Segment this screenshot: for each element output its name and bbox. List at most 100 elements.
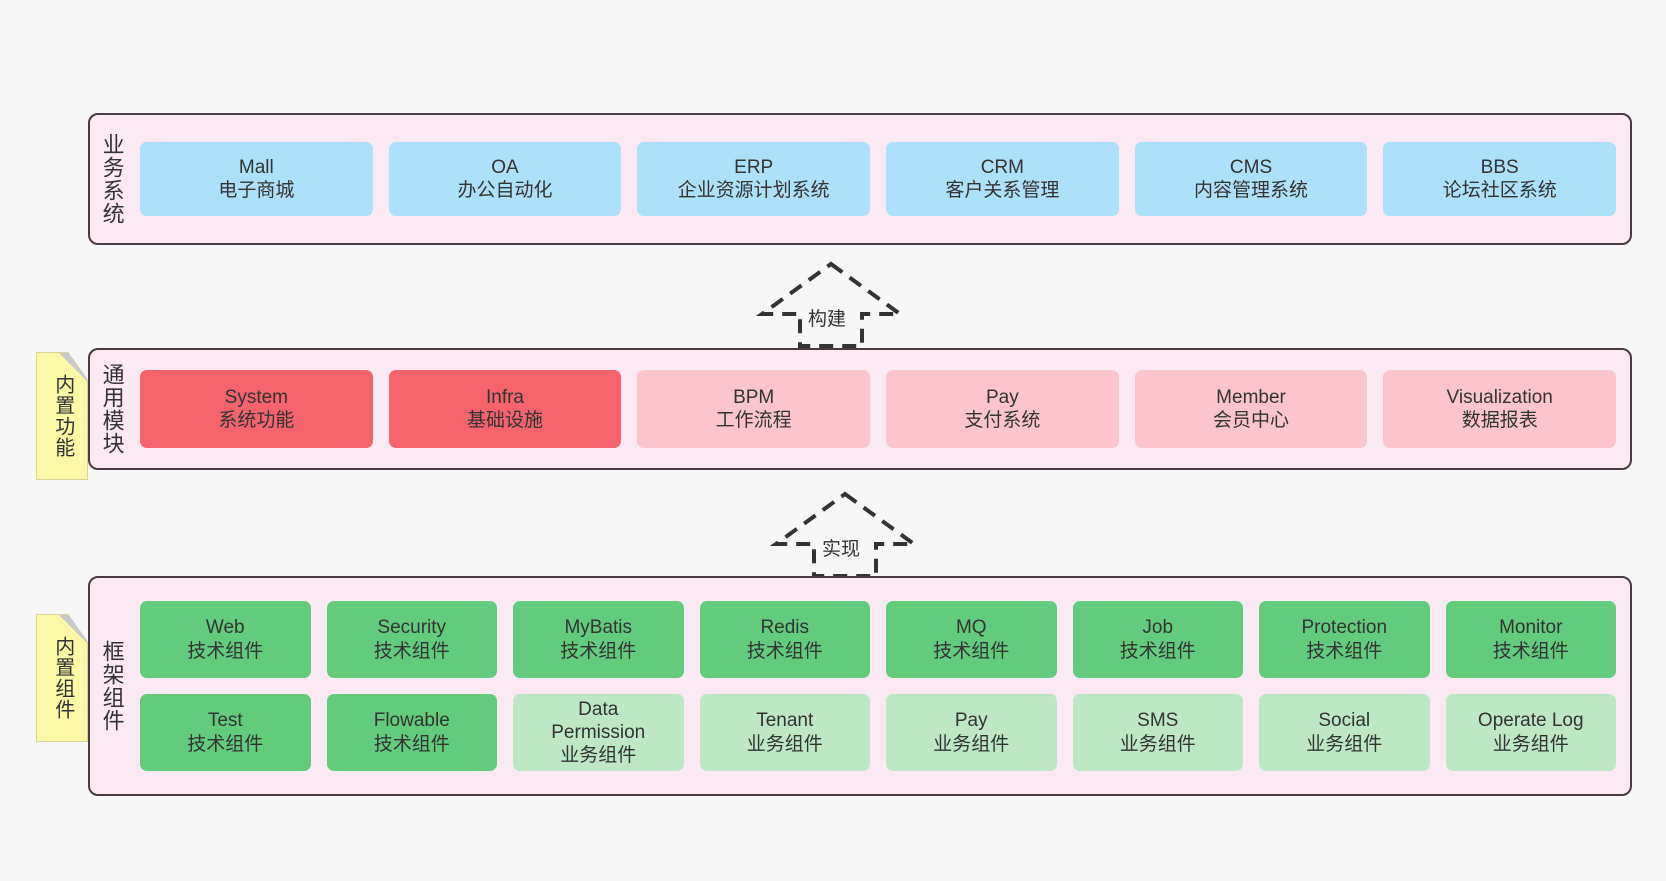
box-system[interactable]: System 系统功能 xyxy=(140,370,373,448)
box-flowable[interactable]: Flowable 技术组件 xyxy=(326,694,497,771)
box-title: Pay xyxy=(985,386,1019,408)
box-title: MyBatis xyxy=(564,617,633,639)
box-pay-component[interactable]: Pay 业务组件 xyxy=(886,694,1057,771)
box-subtitle: 技术组件 xyxy=(933,640,1010,662)
box-subtitle: 技术组件 xyxy=(1492,640,1569,662)
box-crm[interactable]: CRM 客户关系管理 xyxy=(886,142,1119,216)
box-title: Flowable xyxy=(373,710,450,732)
box-subtitle: 数据报表 xyxy=(1461,410,1538,431)
note-label: 内置组件 xyxy=(51,636,74,720)
box-subtitle: 技术组件 xyxy=(560,640,637,662)
box-mall[interactable]: Mall 电子商城 xyxy=(140,142,373,216)
box-bpm[interactable]: BPM 工作流程 xyxy=(637,370,871,448)
box-title: Tenant xyxy=(756,710,814,732)
box-subtitle: 技术组件 xyxy=(1306,640,1383,662)
box-web[interactable]: Web 技术组件 xyxy=(140,601,311,678)
box-visualization[interactable]: Visualization 数据报表 xyxy=(1383,370,1617,448)
box-erp[interactable]: ERP 企业资源计划系统 xyxy=(637,142,871,216)
box-title: CRM xyxy=(980,156,1024,178)
box-title: OA xyxy=(491,156,519,178)
box-data-permission[interactable]: Data Permission 业务组件 xyxy=(513,694,684,771)
box-subtitle: 办公自动化 xyxy=(457,180,553,201)
box-subtitle: 技术组件 xyxy=(1119,640,1196,662)
box-job[interactable]: Job 技术组件 xyxy=(1072,601,1243,678)
layer-common-module: 通用模块 System 系统功能 Infra 基础设施 BPM 工作流程 Pay… xyxy=(88,348,1632,470)
box-title: MQ xyxy=(955,617,987,639)
arrow-build-label: 构建 xyxy=(808,309,847,330)
box-subtitle: 业务组件 xyxy=(933,733,1010,755)
layer-title-framework-component: 框架组件 xyxy=(99,640,125,732)
arrow-build: 构建 xyxy=(755,258,907,350)
box-title: Monitor xyxy=(1499,617,1563,639)
box-title: Protection xyxy=(1301,617,1388,639)
box-subtitle: 电子商城 xyxy=(218,180,295,201)
box-pay-module[interactable]: Pay 支付系统 xyxy=(886,370,1119,448)
box-sms[interactable]: SMS 业务组件 xyxy=(1072,694,1243,771)
box-title: Social xyxy=(1318,710,1371,732)
note-builtin-function: 内置功能 xyxy=(36,352,88,480)
box-security[interactable]: Security 技术组件 xyxy=(326,601,497,678)
box-subtitle: 业务组件 xyxy=(746,733,823,755)
box-row: Web 技术组件 Security 技术组件 MyBatis 技术组件 Redi… xyxy=(140,601,1616,678)
box-row: Test 技术组件 Flowable 技术组件 Data Permission … xyxy=(140,694,1616,771)
box-subtitle: 内容管理系统 xyxy=(1194,180,1309,201)
box-subtitle: 技术组件 xyxy=(373,640,450,662)
arrow-implement-label: 实现 xyxy=(822,539,861,560)
box-title: Pay xyxy=(954,710,988,732)
box-title: BPM xyxy=(733,386,775,408)
box-title: System xyxy=(224,386,289,408)
box-member[interactable]: Member 会员中心 xyxy=(1134,370,1368,448)
box-redis[interactable]: Redis 技术组件 xyxy=(699,601,870,678)
box-social[interactable]: Social 业务组件 xyxy=(1259,694,1430,771)
arrow-build-icon xyxy=(755,261,907,348)
box-title-line2: Permission xyxy=(551,721,646,743)
box-subtitle: 支付系统 xyxy=(964,410,1041,431)
box-title: Member xyxy=(1216,386,1286,408)
box-subtitle: 会员中心 xyxy=(1213,410,1290,431)
box-row: Mall 电子商城 OA 办公自动化 ERP 企业资源计划系统 CRM 客户关系… xyxy=(140,142,1617,216)
box-subtitle: 工作流程 xyxy=(715,410,792,431)
box-subtitle: 业务组件 xyxy=(560,745,637,767)
layer-business-system: 业务系统 Mall 电子商城 OA 办公自动化 ERP 企业资源计划系统 CRM… xyxy=(88,113,1632,245)
box-subtitle: 业务组件 xyxy=(1492,733,1569,755)
box-monitor[interactable]: Monitor 技术组件 xyxy=(1445,601,1616,678)
box-title: Infra xyxy=(485,386,525,408)
box-subtitle: 技术组件 xyxy=(373,733,450,755)
box-operate-log[interactable]: Operate Log 业务组件 xyxy=(1445,694,1616,771)
box-protection[interactable]: Protection 技术组件 xyxy=(1259,601,1430,678)
layer-title-business-system: 业务系统 xyxy=(99,133,125,225)
box-test[interactable]: Test 技术组件 xyxy=(140,694,311,771)
layer-title-common-module: 通用模块 xyxy=(99,363,125,455)
box-title: Operate Log xyxy=(1477,710,1584,732)
note-fold-corner xyxy=(59,353,87,381)
layer-framework-component: 框架组件 Web 技术组件 Security 技术组件 MyBatis 技术组件… xyxy=(88,576,1632,796)
box-row: System 系统功能 Infra 基础设施 BPM 工作流程 Pay 支付系统… xyxy=(140,370,1617,448)
box-subtitle: 企业资源计划系统 xyxy=(677,180,830,201)
box-title: BBS xyxy=(1480,156,1519,178)
box-subtitle: 论坛社区系统 xyxy=(1442,180,1557,201)
box-subtitle: 客户关系管理 xyxy=(945,180,1060,201)
box-title: Visualization xyxy=(1446,386,1553,408)
box-tenant[interactable]: Tenant 业务组件 xyxy=(699,694,870,771)
box-title: Mall xyxy=(238,156,274,178)
box-bbs[interactable]: BBS 论坛社区系统 xyxy=(1383,142,1617,216)
note-label: 内置功能 xyxy=(51,374,74,458)
layer-body-framework-component: Web 技术组件 Security 技术组件 MyBatis 技术组件 Redi… xyxy=(134,578,1630,794)
box-infra[interactable]: Infra 基础设施 xyxy=(388,370,622,448)
layer-body-business-system: Mall 电子商城 OA 办公自动化 ERP 企业资源计划系统 CRM 客户关系… xyxy=(134,115,1630,243)
box-title: ERP xyxy=(734,156,774,178)
box-title: Security xyxy=(377,617,447,639)
box-subtitle: 基础设施 xyxy=(467,410,544,431)
box-title: Data xyxy=(578,698,619,720)
box-subtitle: 技术组件 xyxy=(746,640,823,662)
box-title: Redis xyxy=(760,617,810,639)
box-oa[interactable]: OA 办公自动化 xyxy=(388,142,622,216)
box-cms[interactable]: CMS 内容管理系统 xyxy=(1134,142,1368,216)
layer-body-common-module: System 系统功能 Infra 基础设施 BPM 工作流程 Pay 支付系统… xyxy=(134,350,1630,468)
box-title: Job xyxy=(1142,617,1174,639)
box-title: CMS xyxy=(1229,156,1273,178)
box-mybatis[interactable]: MyBatis 技术组件 xyxy=(513,601,684,678)
box-title: Test xyxy=(207,710,243,732)
box-mq[interactable]: MQ 技术组件 xyxy=(886,601,1057,678)
